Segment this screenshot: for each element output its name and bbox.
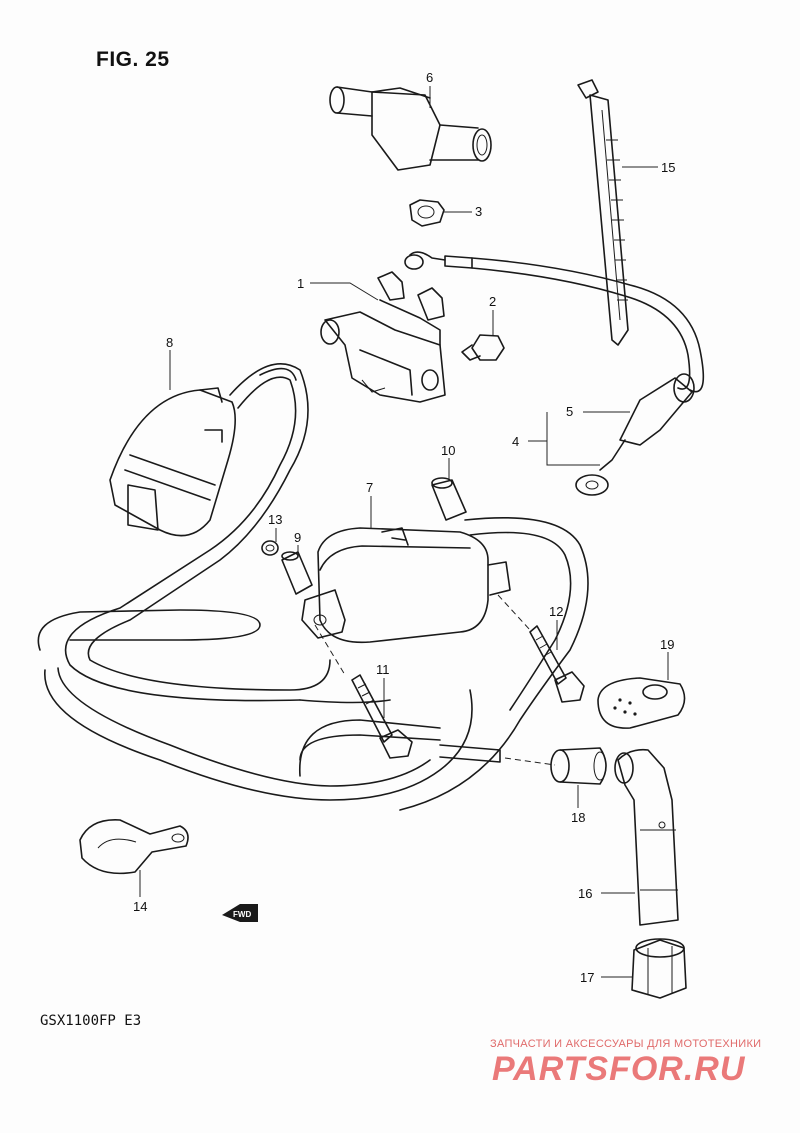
callout-14: 14 (133, 899, 147, 914)
part-2-bolt (461, 334, 505, 361)
part-1-starter-relay (320, 271, 446, 403)
watermark-logo: PARTSFOR.RU (492, 1050, 746, 1088)
callout-2: 2 (489, 294, 496, 309)
starter-lead-cable (404, 251, 705, 393)
part-10-sleeve (431, 477, 467, 521)
part-16-plug-cap (614, 748, 679, 926)
callout-13: 13 (268, 512, 282, 527)
callout-10: 10 (441, 443, 455, 458)
model-code: GSX1100FP E3 (40, 1013, 142, 1029)
part-4-terminal (575, 439, 626, 496)
arrow-left-icon (222, 904, 258, 922)
callout-17: 17 (580, 970, 594, 985)
callout-5: 5 (566, 404, 573, 419)
callout-leaders (139, 86, 669, 978)
part-3-nut (409, 199, 445, 227)
callout-1: 1 (297, 276, 304, 291)
callout-labels: 6 3 1 2 5 4 15 8 7 10 13 9 11 12 19 18 1… (133, 70, 675, 985)
guide-line-12 (497, 594, 531, 631)
part-8-ignition-coil (109, 387, 236, 537)
part-7-ignition-coil (301, 527, 511, 644)
callout-15: 15 (661, 160, 675, 175)
callout-11: 11 (376, 662, 390, 677)
fwd-label: FWD (233, 910, 251, 919)
callout-3: 3 (475, 204, 482, 219)
part-15-cable-tie (577, 79, 629, 346)
high-tension-cables (37, 363, 589, 811)
part-11-bolt (351, 674, 413, 759)
callout-19: 19 (660, 637, 674, 652)
guide-line-18 (504, 757, 556, 766)
callout-12: 12 (549, 604, 563, 619)
part-6-hose-joint (329, 86, 492, 171)
callout-16: 16 (578, 886, 592, 901)
callout-7: 7 (366, 480, 373, 495)
part-17-cap-nut (631, 938, 687, 999)
part-19-cover (597, 677, 686, 729)
callout-18: 18 (571, 810, 585, 825)
callout-8: 8 (166, 335, 173, 350)
part-14-clamp (79, 819, 189, 875)
part-5-boot (619, 373, 695, 446)
part-9-sleeve (281, 551, 313, 595)
watermark-subtitle: ЗАПЧАСТИ И АКСЕССУАРЫ ДЛЯ МОТОТЕХНИКИ (490, 1038, 762, 1050)
part-12-bolt (529, 625, 585, 703)
fwd-direction-marker: FWD (222, 904, 258, 922)
part-18-grommet (550, 747, 607, 785)
part-13-grommet (261, 540, 279, 556)
callout-4: 4 (512, 434, 519, 449)
callout-6: 6 (426, 70, 433, 85)
figure-title: FIG. 25 (96, 48, 170, 71)
callout-9: 9 (294, 530, 301, 545)
